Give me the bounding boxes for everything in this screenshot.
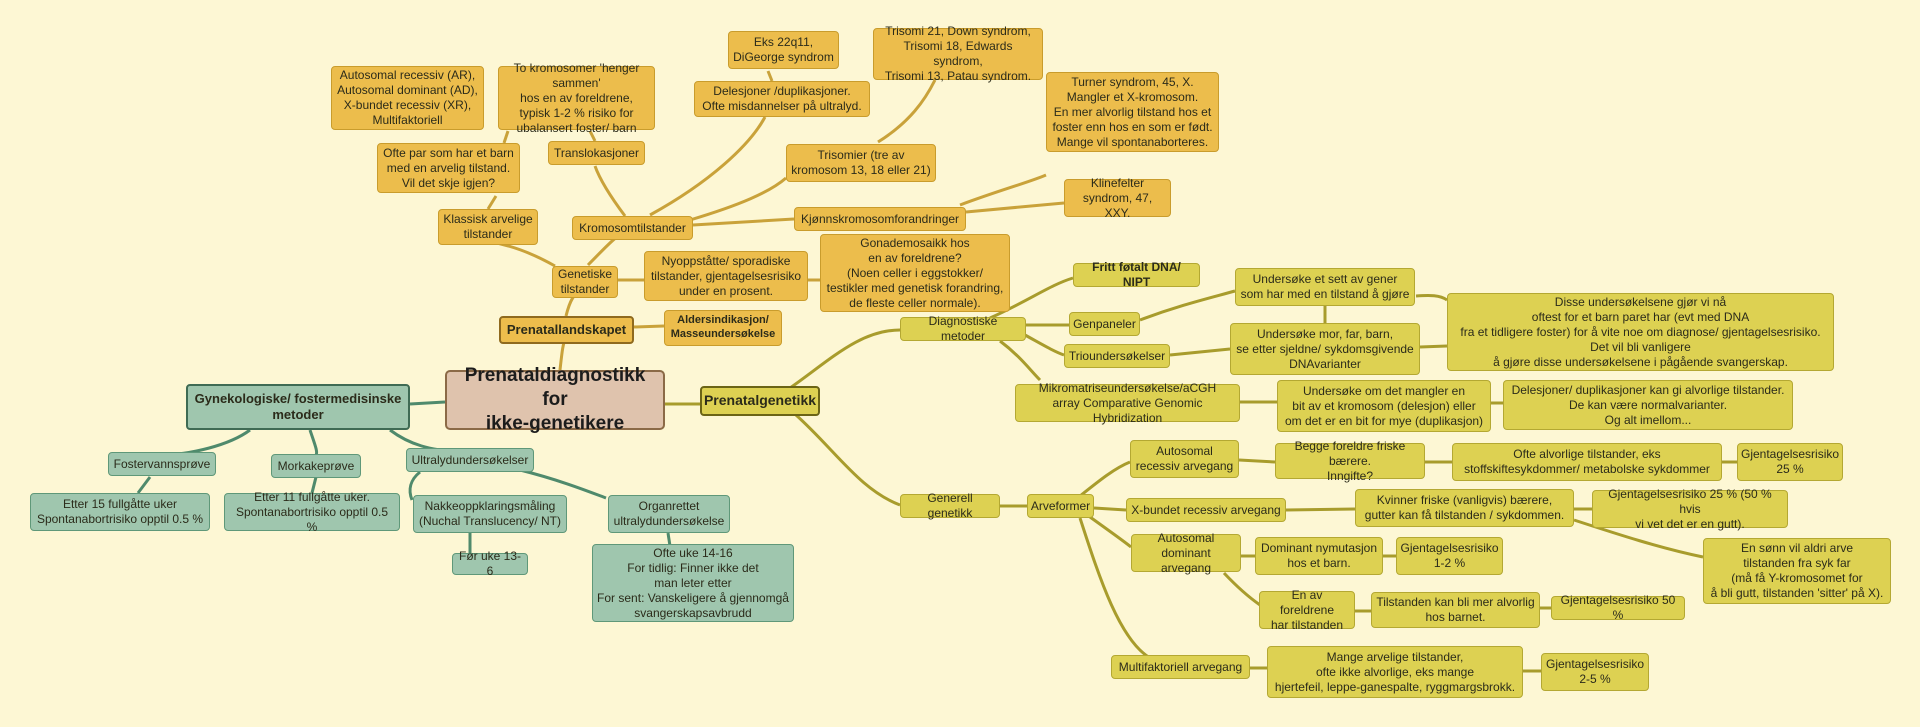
link-arv-multi (1078, 517, 1151, 660)
link-del-eks (766, 70, 774, 82)
links-orange (485, 70, 1065, 371)
link-trio-mor (1169, 347, 1231, 357)
link-organ-ofte (666, 532, 672, 547)
link-prenatal-diag (789, 328, 901, 390)
link-kromosom-del (649, 116, 767, 217)
node-undersoke-mor[interactable]: Undersøke mor, far, barn, se etter sjeld… (1230, 323, 1420, 375)
node-ar-arvegang[interactable]: Autosomal recessiv arvegang (1130, 440, 1239, 478)
links-yellow (665, 276, 1737, 673)
node-nyoppstatte[interactable]: Nyoppståtte/ sporadiske tilstander, gjen… (644, 251, 808, 301)
node-eks22q11[interactable]: Eks 22q11, DiGeorge syndrom (728, 31, 839, 69)
link-klassisk-ofte (486, 195, 498, 210)
node-gjentagelse-25[interactable]: Gjentagelsesrisiko 25 % (1737, 443, 1843, 481)
link-ultra-organ (519, 468, 607, 500)
link-foster-etter15 (136, 476, 152, 494)
node-en-av-foreldrene[interactable]: En av foreldrene har tilstanden (1259, 588, 1355, 632)
link-morka-etter11 (310, 476, 318, 494)
node-morkakeprove[interactable]: Morkakeprøve (271, 454, 361, 478)
node-for-uke-13[interactable]: Før uke 13-6 (452, 549, 528, 578)
node-nakkeoppklaring[interactable]: Nakkeoppklaringsmåling (Nuchal Transluce… (413, 495, 567, 533)
node-en-sonn[interactable]: En sønn vil aldri arve tilstanden fra sy… (1703, 538, 1891, 604)
node-mange-arvelige[interactable]: Mange arvelige tilstander, ofte ikke alv… (1267, 646, 1523, 698)
node-kjonnskromosom[interactable]: Kjønnskromosomforandringer (794, 207, 966, 231)
node-arveformer[interactable]: Arveformer (1027, 494, 1094, 518)
node-trisomi-list[interactable]: Trisomi 21, Down syndrom, Trisomi 18, Ed… (873, 24, 1043, 83)
node-trisomier[interactable]: Trisomier (tre av kromosom 13, 18 eller … (786, 144, 936, 182)
node-ofte-alvorlige[interactable]: Ofte alvorlige tilstander, eks stoffskif… (1452, 443, 1722, 481)
node-gjentagelse-2-5[interactable]: Gjentagelsesrisiko 2-5 % (1541, 653, 1649, 691)
link-arv-ad (1089, 515, 1132, 549)
link-kvinner-sonn (1573, 518, 1704, 559)
topic-prenatallandskapet[interactable]: Prenatallandskapet (499, 316, 634, 344)
node-ofte-uke-14[interactable]: Ofte uke 14-16 For tidlig: Finner ikke d… (592, 544, 794, 622)
node-organrettet[interactable]: Organrettet ultralydundersøkelse (608, 495, 730, 533)
link-center-gyn (409, 400, 446, 406)
node-to-kromosomer[interactable]: To kromosomer 'henger sammen' hos en av … (498, 61, 655, 135)
topic-prenatalgenetikk[interactable]: Prenatalgenetikk (700, 386, 820, 416)
node-delesjoner-duplikasjoner[interactable]: Delesjoner/ duplikasjoner kan gi alvorli… (1503, 380, 1793, 430)
node-kvinner-friske[interactable]: Kvinner friske (vanligvis) bærere, gutte… (1355, 489, 1574, 527)
node-diagnostiske-metoder[interactable]: Diagnostiske metoder (900, 314, 1026, 343)
link-transl-to (588, 130, 597, 142)
link-xr-kvinner (1285, 507, 1356, 512)
node-delesjoner[interactable]: Delesjoner /duplikasjoner. Ofte misdanne… (694, 81, 870, 117)
node-klinefelter[interactable]: Klinefelter syndrom, 47, XXY. (1064, 176, 1171, 220)
node-mikromatrise[interactable]: Mikromatriseundersøkelse/aCGH array Comp… (1015, 381, 1240, 425)
link-kromosom-transl (593, 165, 627, 217)
node-fritt-fotalt-dna[interactable]: Fritt føtalt DNA/ NIPT (1073, 260, 1200, 289)
node-multifaktoriell[interactable]: Multifaktoriell arvegang (1111, 655, 1250, 679)
node-undersoke-gener[interactable]: Undersøke et sett av gener som har med e… (1235, 268, 1415, 306)
link-diag-mikro (999, 339, 1042, 382)
node-autosomal-list[interactable]: Autosomal recessiv (AR), Autosomal domin… (331, 66, 484, 130)
link-genpaneler-und (1139, 289, 1236, 322)
node-dominant-nymutasjon[interactable]: Dominant nymutasjon hos et barn. (1255, 537, 1383, 575)
link-gyn-morka (308, 429, 319, 456)
node-genpaneler[interactable]: Genpaneler (1069, 312, 1140, 336)
link-ar-begge (1238, 458, 1276, 464)
node-translokasjoner[interactable]: Translokasjoner (548, 141, 645, 165)
link-kjonn-turner (959, 173, 1047, 207)
link-disse-und (1415, 294, 1448, 302)
node-gonademosaikk[interactable]: Gonademosaikk hos en av foreldrene? (Noe… (820, 234, 1010, 312)
node-gjentagelse-1-2[interactable]: Gjentagelsesrisiko 1-2 % (1396, 537, 1503, 575)
node-kromosomtilstander[interactable]: Kromosomtilstander (572, 216, 693, 240)
link-diag-fritt (989, 276, 1074, 320)
node-turner[interactable]: Turner syndrom, 45, X. Mangler et X-krom… (1046, 72, 1219, 152)
node-ofte-par[interactable]: Ofte par som har et barn med en arvelig … (377, 143, 520, 193)
node-trioundersokelser[interactable]: Trioundersøkelser (1064, 344, 1170, 368)
link-arv-xr (1093, 506, 1127, 512)
node-fostervannsprove[interactable]: Fostervannsprøve (108, 452, 216, 476)
link-tri-list (877, 79, 937, 144)
link-landskap-alder (633, 324, 665, 329)
node-ad-arvegang[interactable]: Autosomal dominant arvegang (1131, 531, 1241, 575)
node-etter-15-uker[interactable]: Etter 15 fullgåtte uker Spontanabortrisi… (30, 493, 210, 531)
node-etter-11-uker[interactable]: Etter 11 fullgåtte uker. Spontanabortris… (224, 490, 400, 534)
topic-gynekologiske[interactable]: Gynekologiske/ fostermedisinske metoder (186, 384, 410, 430)
node-genetiske-tilstander[interactable]: Genetiske tilstander (552, 266, 618, 298)
node-begge-foreldre[interactable]: Begge foreldre friske bærere. Inngifte? (1275, 439, 1425, 483)
node-klassisk[interactable]: Klassisk arvelige tilstander (438, 209, 538, 245)
link-kromosom-kjonn (692, 217, 795, 227)
link-arv-ar (1079, 460, 1131, 498)
link-diag-trio (1024, 333, 1065, 357)
link-ofte-autosomal (502, 130, 510, 144)
link-kjonn-kline (965, 201, 1065, 214)
node-undersoke-om[interactable]: Undersøke om det mangler en bit av et kr… (1277, 380, 1491, 432)
link-kromosom-tri (689, 176, 787, 222)
node-generell-genetikk[interactable]: Generell genetikk (900, 491, 1000, 520)
link-ad-enav (1222, 571, 1261, 607)
node-gjentagelse-25-gutt[interactable]: Gjentagelsesrisiko 25 % (50 % hvis vi ve… (1592, 487, 1788, 531)
center-topic[interactable]: Prenataldiagnostikk for ikke-genetikere (445, 365, 665, 434)
node-tilstanden-alvorlig[interactable]: Tilstanden kan bli mer alvorlig hos barn… (1371, 592, 1540, 628)
node-gjentagelse-50[interactable]: Gjentagelsesrisiko 50 % (1551, 593, 1685, 622)
link-prenatal-gen (794, 413, 901, 507)
node-xr-arvegang[interactable]: X-bundet recessiv arvegang (1126, 498, 1286, 522)
node-aldersindikasjon[interactable]: Aldersindikasjon/ Masseundersøkelse (664, 310, 782, 346)
node-disse-undersokelsene[interactable]: Disse undersøkelsene gjør vi nå oftest f… (1447, 293, 1834, 371)
link-mor-disse (1419, 344, 1448, 349)
node-ultralydundersokelser[interactable]: Ultralydundersøkelser (406, 448, 534, 472)
link-ultra-nakke (408, 470, 421, 501)
